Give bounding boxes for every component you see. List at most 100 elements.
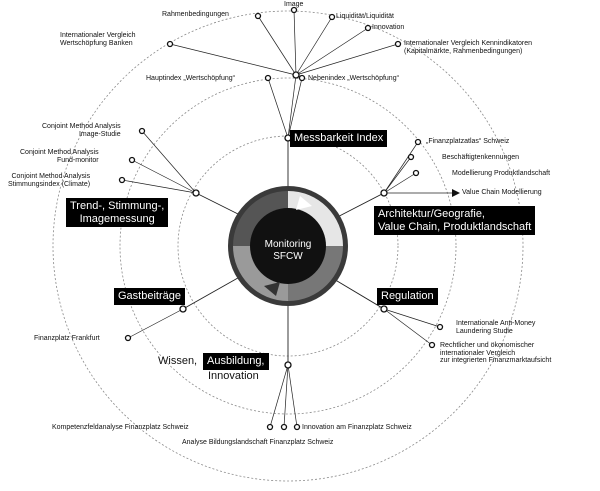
node-besch: [407, 153, 415, 161]
leaf-liquiditaet: Liquidität/Liquidität: [336, 13, 394, 20]
category-trend[interactable]: Trend-, Stimmung-, Imagemessung: [66, 198, 169, 228]
leaf-line-neben: [287, 77, 303, 139]
intl-kenn-line-1: Internationaler Vergleich Kennindikatore…: [404, 40, 533, 47]
node-trend: [192, 189, 200, 197]
category-regulation[interactable]: Regulation: [377, 288, 438, 305]
leaf-modellierung: Modellierung Produktlandschaft: [452, 170, 551, 177]
leaf-rahmenbedingungen: Rahmenbedingungen: [162, 11, 229, 18]
leaf-value-chain: Value Chain Modellierung: [462, 189, 542, 196]
node-architektur: [380, 189, 388, 197]
leaf-line-intlwert: [169, 43, 297, 76]
architektur-line-1: Architektur/Geografie,: [378, 208, 485, 220]
leaf-image: Image: [284, 1, 304, 8]
leaf-line-cimage: [141, 130, 197, 194]
node-innovfp: [293, 423, 301, 431]
node-cfund: [128, 156, 136, 164]
leaf-line-bild: [283, 364, 289, 428]
node-image: [290, 6, 298, 14]
leaf-line-cklima: [121, 179, 197, 194]
leaf-beschaeftigung: Beschäftigtenkennungen: [442, 154, 520, 161]
intl-kenn-line-2: (Kapitalmärkte, Rahmenbedingungen): [404, 47, 523, 55]
leaf-line-haupt: [267, 77, 289, 139]
category-gastbeitraege[interactable]: Gastbeiträge: [114, 288, 185, 305]
leaf-frankfurt: Finanzplatz Frankfurt: [34, 335, 100, 342]
node-gast: [179, 305, 187, 313]
leaf-line-komp: [269, 364, 289, 428]
conjoint-fund-line-1: Conjoint Method Analysis: [20, 149, 99, 156]
node-recht: [428, 341, 436, 349]
leaf-bildung: Analyse Bildungslandschaft Finanzplatz S…: [182, 439, 334, 446]
central-hub: [228, 186, 348, 306]
node-innov: [364, 24, 372, 32]
leaf-line-hub: [287, 74, 297, 139]
rechtlicher-line-1: Rechtlicher und ökonomischer: [440, 342, 535, 349]
category-wissen[interactable]: Ausbildung,: [203, 353, 269, 370]
conjoint-image-line-2: Image-Studie: [78, 130, 121, 138]
leaf-conjoint-image: Conjoint Method Analysis Image-Studie: [42, 123, 121, 138]
conjoint-klima-line-1: Conjoint Method Analysis: [11, 173, 91, 180]
leaf-line-recht: [383, 308, 433, 346]
node-hub-top: [292, 71, 300, 79]
category-architektur[interactable]: Architektur/Geografie, Value Chain, Prod…: [374, 206, 536, 236]
anti-money-line-2: Laundering Studie: [456, 327, 513, 335]
node-fpatlas: [414, 138, 422, 146]
node-bild: [280, 423, 288, 431]
node-cklima: [118, 176, 126, 184]
leaf-line-image: [293, 9, 297, 76]
leaf-line-fpatlas: [383, 141, 419, 194]
leaf-conjoint-klima: Conjoint Method Analysis Stimmungsindex …: [8, 173, 90, 188]
node-wissen: [284, 361, 292, 369]
node-regulation: [380, 305, 388, 313]
node-rahmen: [254, 12, 262, 20]
leaf-line-liquid: [295, 16, 333, 76]
intl-wert-line-2: Wertschöpfung Banken: [60, 39, 133, 47]
wissen-suffix: Innovation: [208, 370, 259, 382]
leaf-innovation-fp: Innovation am Finanzplatz Schweiz: [302, 424, 412, 431]
hub-arrow-2: [264, 282, 280, 296]
node-neben: [298, 74, 306, 82]
leaf-rechtlicher: Rechtlicher und ökonomischer internation…: [440, 342, 551, 365]
hub-segment-gray: [288, 246, 343, 301]
trend-line-2: Imagemessung: [79, 212, 155, 225]
category-messbarkeit[interactable]: Messbarkeit Index: [290, 130, 388, 147]
intl-wert-line-1: Internationaler Vergleich: [60, 32, 136, 39]
node-komp: [266, 423, 274, 431]
leaf-anti-money: Internationale Anti-Money Laundering Stu…: [456, 320, 535, 335]
node-frankfurt: [124, 334, 132, 342]
trend-line-1: Trend-, Stimmung-,: [70, 200, 165, 212]
rechtlicher-line-3: zur integrierten Finanzmarktaufsicht: [440, 357, 552, 365]
hub-core: [250, 208, 326, 284]
leaf-intl-wert: Internationaler Vergleich Wertschöpfung …: [60, 32, 136, 47]
leaf-line-intlkenn: [295, 43, 399, 76]
center-line-1: Monitoring: [264, 239, 312, 250]
leaf-finanzplatzatlas: „Finanzplatzatlas“ Schweiz: [426, 138, 510, 145]
anti-money-line-1: Internationale Anti-Money: [456, 320, 536, 327]
outer-orbit: [52, 10, 524, 482]
node-aml: [436, 323, 444, 331]
node-intlkenn: [394, 40, 402, 48]
leaf-line-innovfp: [287, 364, 298, 428]
leaf-line-cfund: [131, 159, 197, 194]
conjoint-fund-line-2: Fund-monitor: [56, 156, 99, 164]
node-liquid: [328, 13, 336, 21]
node-modell: [412, 169, 420, 177]
leaf-line-besch: [383, 156, 412, 194]
leaf-line-innov: [295, 27, 369, 76]
hub-segment-dark: [233, 191, 288, 246]
leaf-innovation-top: Innovation: [372, 24, 405, 31]
center-label: Monitoring SFCW: [250, 239, 326, 263]
leaf-hauptindex: Hauptindex „Wertschöpfung“: [146, 75, 235, 82]
leaf-intl-kenn: Internationaler Vergleich Kennindikatore…: [404, 40, 532, 55]
wissen-prefix: Wissen,: [158, 355, 198, 367]
leaf-kompetenz: Kompetenzfeldanalyse Finanzplatz Schweiz: [52, 424, 189, 431]
architektur-line-2: Value Chain, Produktlandschaft: [378, 220, 532, 233]
leaf-lines: [121, 9, 452, 428]
value-chain-arrow: [452, 189, 460, 197]
center-line-2: SFCW: [273, 251, 303, 262]
nodes: [118, 6, 444, 431]
conjoint-klima-line-2: Stimmungsindex (Climate): [8, 180, 91, 188]
node-cimage: [138, 127, 146, 135]
leaf-line-frankfurt: [127, 308, 184, 339]
